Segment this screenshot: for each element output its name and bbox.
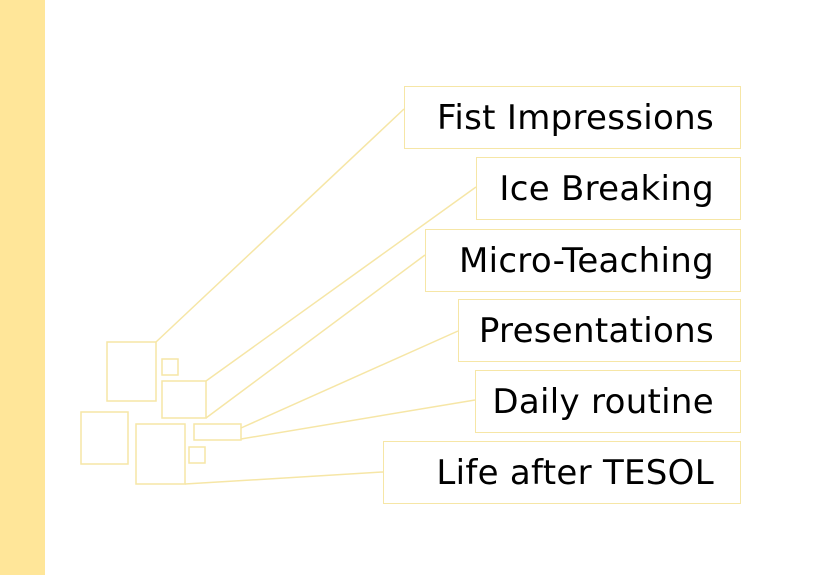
decor-square: [161, 358, 179, 376]
topic-box-micro-teaching: Micro-Teaching: [425, 229, 741, 292]
connector-line: [155, 108, 405, 343]
connector-line: [240, 399, 476, 440]
topic-box-daily-routine: Daily routine: [475, 370, 741, 433]
topic-label: Fist Impressions: [437, 97, 714, 138]
connector-line: [205, 254, 426, 419]
decor-square: [193, 423, 242, 441]
topic-box-first-impressions: Fist Impressions: [404, 86, 741, 149]
decor-square: [161, 380, 207, 419]
decor-square: [80, 411, 129, 465]
topic-label: Daily routine: [492, 381, 714, 422]
topic-label: Ice Breaking: [499, 168, 714, 209]
topic-box-presentations: Presentations: [458, 299, 741, 362]
decor-square: [135, 423, 186, 485]
topic-box-ice-breaking: Ice Breaking: [476, 157, 741, 220]
topic-label: Micro-Teaching: [458, 240, 714, 281]
sidebar-stripe: [0, 0, 45, 575]
connector-line: [205, 186, 477, 382]
connector-line: [240, 330, 459, 429]
topic-label: Presentations: [478, 310, 714, 351]
topic-box-life-after-tesol: Life after TESOL: [383, 441, 741, 504]
decor-square: [188, 446, 206, 464]
connector-line: [184, 471, 384, 485]
decor-square: [106, 341, 157, 402]
topic-label: Life after TESOL: [436, 452, 714, 493]
